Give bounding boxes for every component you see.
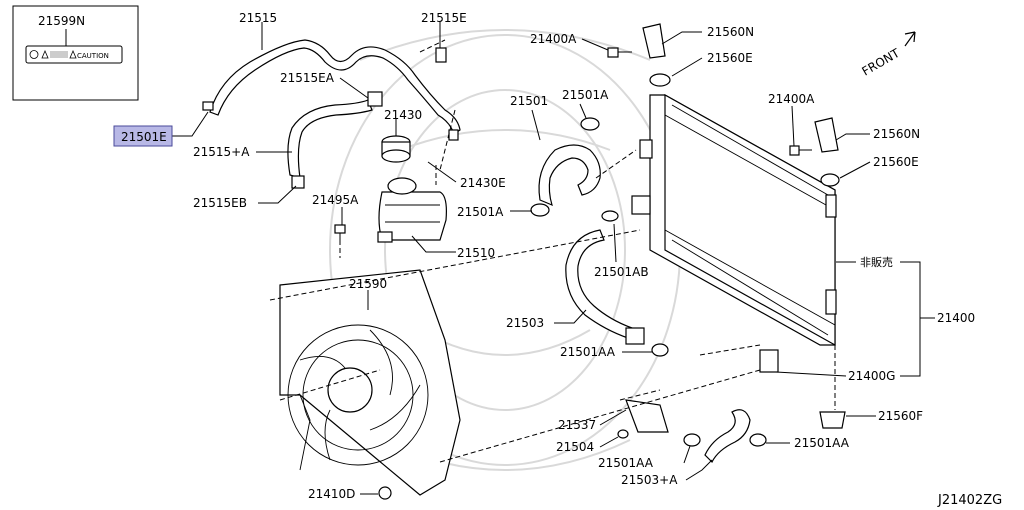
- bracket-21560n-top[interactable]: [642, 23, 666, 59]
- reservoir-tank-21510[interactable]: [377, 177, 447, 243]
- reservoir-cap-21430[interactable]: [381, 135, 411, 163]
- clip-21515ea[interactable]: [367, 91, 383, 107]
- callout-21560e-right[interactable]: 21560E: [873, 155, 919, 169]
- callout-21503-plus-a[interactable]: 21503+A: [621, 473, 678, 487]
- bracket-21400g[interactable]: [759, 349, 779, 373]
- hose-21503-plus-a[interactable]: [704, 409, 751, 464]
- callout-21501[interactable]: 21501: [510, 94, 548, 108]
- hose-21515[interactable]: [202, 39, 461, 141]
- front-label: FRONT: [860, 46, 903, 79]
- grommet-21560f[interactable]: [819, 411, 846, 429]
- clamp-21501a-top[interactable]: [580, 117, 600, 131]
- callout-21537[interactable]: 21537: [558, 418, 596, 432]
- callout-21560n-right[interactable]: 21560N: [873, 127, 920, 141]
- highlight-box-21501e: [113, 125, 173, 147]
- callout-21560n-top[interactable]: 21560N: [707, 25, 754, 39]
- callout-21501a-mid[interactable]: 21501A: [457, 205, 504, 219]
- callout-21501aa-mid[interactable]: 21501AA: [560, 345, 616, 359]
- o-ring-21504[interactable]: [617, 429, 629, 439]
- brand-icon: [29, 50, 39, 59]
- callout-21501a-top[interactable]: 21501A: [562, 88, 609, 102]
- grommet-21560e-top[interactable]: [649, 73, 671, 87]
- sticker-glyphs: [50, 51, 68, 58]
- bolt-21400a-top[interactable]: [607, 47, 632, 58]
- grommet-21410d[interactable]: [378, 486, 392, 500]
- clamp-21501aa-right[interactable]: [749, 433, 767, 447]
- warning-icon: [41, 49, 49, 59]
- callout-21515-plus-a[interactable]: 21515+A: [193, 145, 250, 159]
- housing-21537[interactable]: [625, 399, 669, 433]
- callout-21400a-right[interactable]: 21400A: [768, 92, 815, 106]
- callout-21503[interactable]: 21503: [506, 316, 544, 330]
- clamp-21501aa-mid[interactable]: [651, 343, 669, 357]
- callout-21430[interactable]: 21430: [384, 108, 422, 122]
- caution-label-box[interactable]: 21599N CAUTION: [12, 5, 139, 101]
- callout-21400[interactable]: 21400: [937, 311, 975, 325]
- callout-21515ea[interactable]: 21515EA: [280, 71, 335, 85]
- hose-21501[interactable]: [538, 144, 601, 207]
- grommet-21560e-right[interactable]: [820, 173, 840, 187]
- callout-not-for-sale: 非販売: [860, 256, 893, 269]
- hose-21515-plus-a[interactable]: [287, 99, 373, 189]
- diagram-code: J21402ZG: [937, 493, 1002, 508]
- callout-21400g[interactable]: 21400G: [848, 369, 895, 383]
- callout-21495a[interactable]: 21495A: [312, 193, 359, 207]
- clamp-21501aa-bot[interactable]: [683, 433, 701, 447]
- hose-21503[interactable]: [565, 229, 645, 345]
- guide-lines: [269, 39, 836, 463]
- callout-21501e[interactable]: 21501E: [121, 130, 167, 144]
- clamp-21501ab[interactable]: [601, 210, 619, 222]
- fan-shroud-21590[interactable]: [279, 269, 461, 496]
- callout-21560f[interactable]: 21560F: [878, 409, 923, 423]
- callout-21501ab[interactable]: 21501AB: [594, 265, 649, 279]
- leader-lines: [172, 22, 935, 495]
- callout-21410d[interactable]: 21410D: [308, 487, 355, 501]
- callout-21504[interactable]: 21504: [556, 440, 594, 454]
- caution-sticker: [25, 45, 123, 64]
- callout-21515e[interactable]: 21515E: [421, 11, 467, 25]
- bracket-21560n-right[interactable]: [814, 117, 839, 153]
- callout-21515eb[interactable]: 21515EB: [193, 196, 247, 210]
- clip-21515e[interactable]: [435, 47, 447, 63]
- clamp-21501a-mid[interactable]: [530, 203, 550, 217]
- callout-21430e[interactable]: 21430E: [460, 176, 506, 190]
- callouts: 21515 21515E 21515EA 21430 21501E 21515+…: [121, 11, 975, 501]
- front-indicator: FRONT: [860, 31, 916, 79]
- callout-21515[interactable]: 21515: [239, 11, 277, 25]
- callout-21510[interactable]: 21510: [457, 246, 495, 260]
- front-arrow-icon: [904, 31, 916, 47]
- warning-icon: [69, 49, 77, 59]
- callout-21501aa-bot[interactable]: 21501AA: [598, 456, 654, 470]
- caution-label-part-no: 21599N: [38, 14, 85, 28]
- callout-21590[interactable]: 21590: [349, 277, 387, 291]
- bolt-21400a-right[interactable]: [789, 145, 812, 156]
- callout-21501aa-right[interactable]: 21501AA: [794, 436, 850, 450]
- callout-21560e-top[interactable]: 21560E: [707, 51, 753, 65]
- callout-21400a-top[interactable]: 21400A: [530, 32, 577, 46]
- radiator-21400[interactable]: [631, 93, 837, 347]
- caution-text: CAUTION: [77, 52, 109, 60]
